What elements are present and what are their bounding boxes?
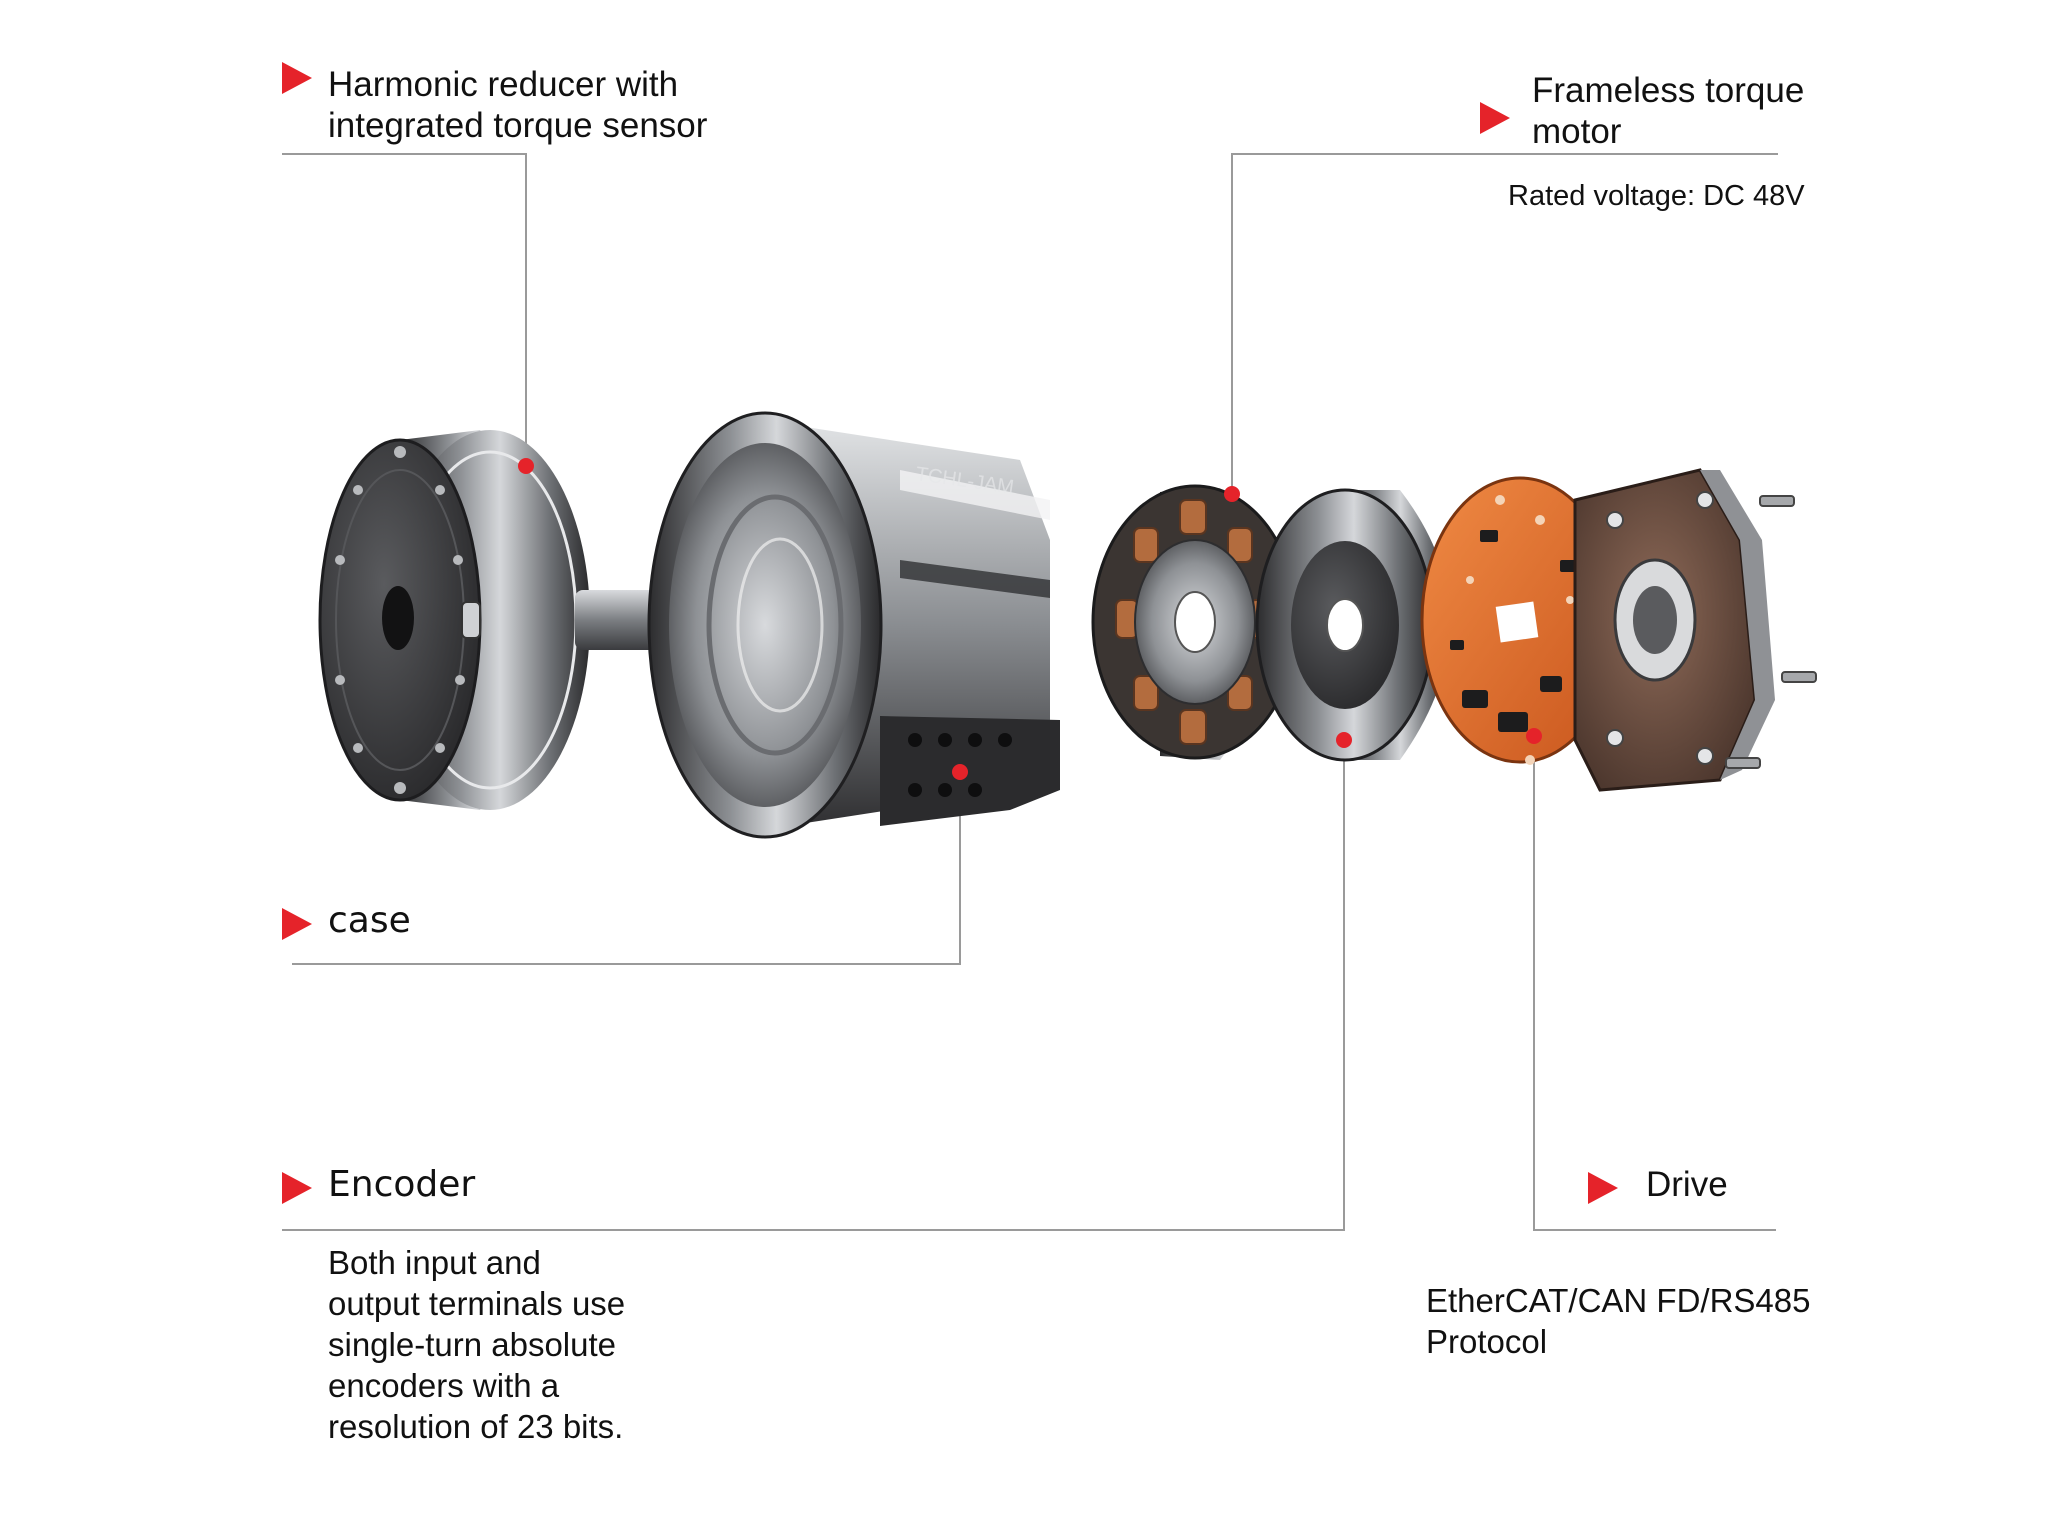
red-dot-icon [1224, 486, 1240, 502]
encoder-description: Both input and output terminals use sing… [328, 1242, 625, 1447]
screws-part [1725, 495, 1817, 769]
triangle-right-icon [282, 62, 312, 94]
motor-rated-voltage: Rated voltage: DC 48V [1508, 180, 1805, 212]
drive-label-text: Drive [1646, 1165, 1728, 1204]
drive-label: Drive [1646, 1164, 1728, 1205]
drive-protocol-line-1: EtherCAT/CAN FD/RS485 [1426, 1282, 1811, 1319]
encoder-part [1255, 488, 1450, 762]
encoder-description-line-1: Both input and [328, 1244, 541, 1281]
red-dot-icon [1336, 732, 1352, 748]
drive-protocol-line-2: Protocol [1426, 1323, 1548, 1360]
drive-pcb-part [1420, 476, 1620, 765]
harmonic-reducer-label-line-2: integrated torque sensor [328, 106, 708, 145]
encoder-description-line-3: single-turn absolute [328, 1326, 617, 1363]
leader-line-motor [1231, 153, 1778, 494]
leader-line-case [292, 780, 961, 965]
motor-label-line-2: motor [1532, 112, 1622, 151]
leader-lines [282, 153, 1778, 1231]
red-dot-icon [952, 764, 968, 780]
triangle-right-icon [282, 908, 312, 940]
harmonic-reducer-label-line-1: Harmonic reducer with [328, 65, 679, 104]
motor-stator-part [1091, 484, 1299, 760]
encoder-label: Encoder [328, 1164, 475, 1205]
leader-line-harmonic [282, 153, 527, 466]
encoder-description-line-4: encoders with a [328, 1367, 560, 1404]
case-part: TCHL-JAM [647, 411, 1060, 839]
leader-line-drive [1533, 740, 1776, 1231]
harmonic-reducer-label: Harmonic reducer with integrated torque … [328, 64, 707, 146]
encoder-description-line-2: output terminals use [328, 1285, 626, 1322]
harmonic-reducer-part [318, 430, 590, 810]
case-label: case [328, 900, 411, 941]
triangle-right-icon [282, 1172, 312, 1204]
drive-protocol: EtherCAT/CAN FD/RS485 Protocol [1426, 1280, 1811, 1362]
red-dot-icon [518, 458, 534, 474]
triangle-right-icon [1588, 1172, 1618, 1204]
encoder-label-text: Encoder [328, 1164, 476, 1205]
red-dot-icon [1526, 728, 1542, 744]
motor-label-line-1: Frameless torque [1532, 71, 1805, 110]
case-label-text: case [328, 900, 411, 941]
motor-label: Frameless torque motor [1532, 70, 1804, 152]
rear-cover-part [1573, 468, 1775, 792]
leader-line-encoder [282, 740, 1345, 1231]
triangle-right-icon [1480, 102, 1510, 134]
encoder-description-line-5: resolution of 23 bits. [328, 1408, 624, 1445]
